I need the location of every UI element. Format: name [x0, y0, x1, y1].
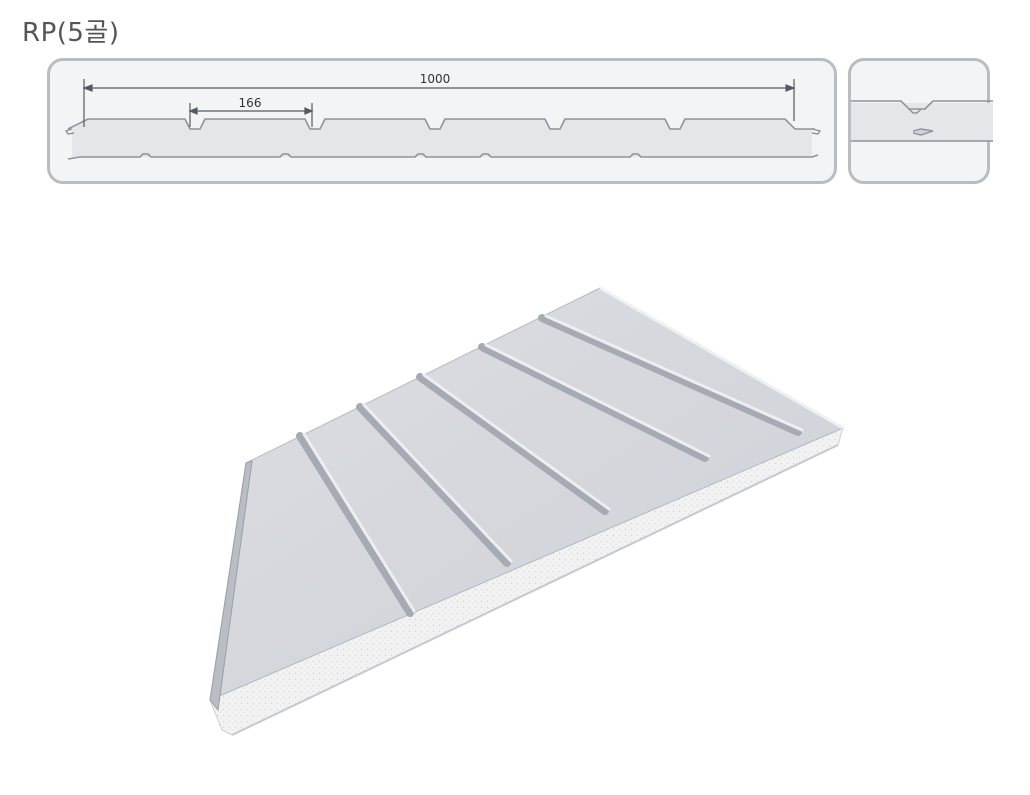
profile-bottom-skin: [67, 153, 819, 160]
joint-tongue: [908, 108, 922, 114]
dimension-total-width-label: 1000: [420, 72, 451, 86]
panel-ribs: [296, 314, 804, 617]
joint-detail-drawing: [851, 100, 993, 142]
profile-section-box: 1000 166: [47, 58, 837, 184]
joint-detail-box: [848, 58, 993, 184]
panel-profile-drawing: 1000 166: [64, 72, 822, 160]
dimension-rib-pitch-label: 166: [239, 96, 262, 110]
page-title: RP(5골): [22, 18, 120, 48]
profile-top-skin: [67, 118, 815, 130]
left-edge-lip: [209, 460, 253, 712]
profile-right-joint: [811, 128, 822, 135]
joint-groove: [912, 128, 934, 136]
top-steel-skin: [209, 287, 845, 701]
profile-body: [72, 119, 812, 157]
profile-left-joint: [64, 128, 75, 135]
dimension-total-width: [82, 79, 796, 127]
far-edge-highlight: [599, 286, 844, 430]
joint-top-line: [851, 100, 993, 110]
dimension-rib-pitch: [188, 103, 314, 127]
bottom-steel-edge: [231, 444, 839, 736]
